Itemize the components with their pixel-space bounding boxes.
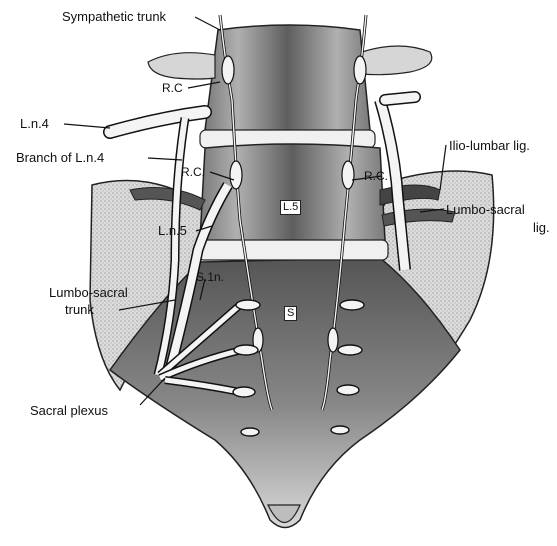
sacral-foramen (338, 345, 362, 355)
label-rami-communicantes-left: R.C. (181, 165, 205, 179)
label-ilio-lumbar-ligament: Ilio-lumbar lig. (449, 139, 530, 153)
nerve-right-stub-fill (385, 97, 415, 100)
ganglion (328, 328, 338, 352)
sacral-foramen (233, 387, 255, 397)
label-ln4: L.n.4 (20, 117, 49, 131)
label-sacrum: S (284, 306, 297, 321)
label-lumbo-sacral-trunk-line1: Lumbo-sacral (49, 286, 128, 300)
transverse-process-left-upper (148, 53, 215, 79)
label-branch-of-ln4: Branch of L.n.4 (16, 151, 104, 165)
sacral-foramen (337, 385, 359, 395)
label-rami-communicantes-right: R.C. (364, 169, 388, 183)
ganglion (342, 161, 354, 189)
label-ln5: L.n.5 (158, 224, 187, 238)
label-s1-nerve: S.1n. (196, 270, 224, 284)
label-rami-communicantes-top: R.C (162, 81, 183, 95)
sacral-foramen (234, 345, 258, 355)
ganglion (222, 56, 234, 84)
label-lumbo-sacral-trunk-line2: trunk (65, 303, 94, 317)
label-lumbo-sacral-ligament-line1: Lumbo-sacral (446, 203, 525, 217)
transverse-process-right-upper (362, 46, 432, 75)
disc-l4-l5 (198, 240, 388, 260)
ganglion (230, 161, 242, 189)
label-sacral-plexus: Sacral plexus (30, 404, 108, 418)
sacral-foramen (236, 300, 260, 310)
label-lumbo-sacral-ligament-line2: lig. (533, 221, 550, 235)
sacral-foramen (331, 426, 349, 434)
label-sympathetic-trunk: Sympathetic trunk (62, 10, 166, 24)
ganglion (354, 56, 366, 84)
sacral-foramen (241, 428, 259, 436)
sacral-foramen (340, 300, 364, 310)
label-l5-vertebra: L.5 (280, 200, 301, 215)
